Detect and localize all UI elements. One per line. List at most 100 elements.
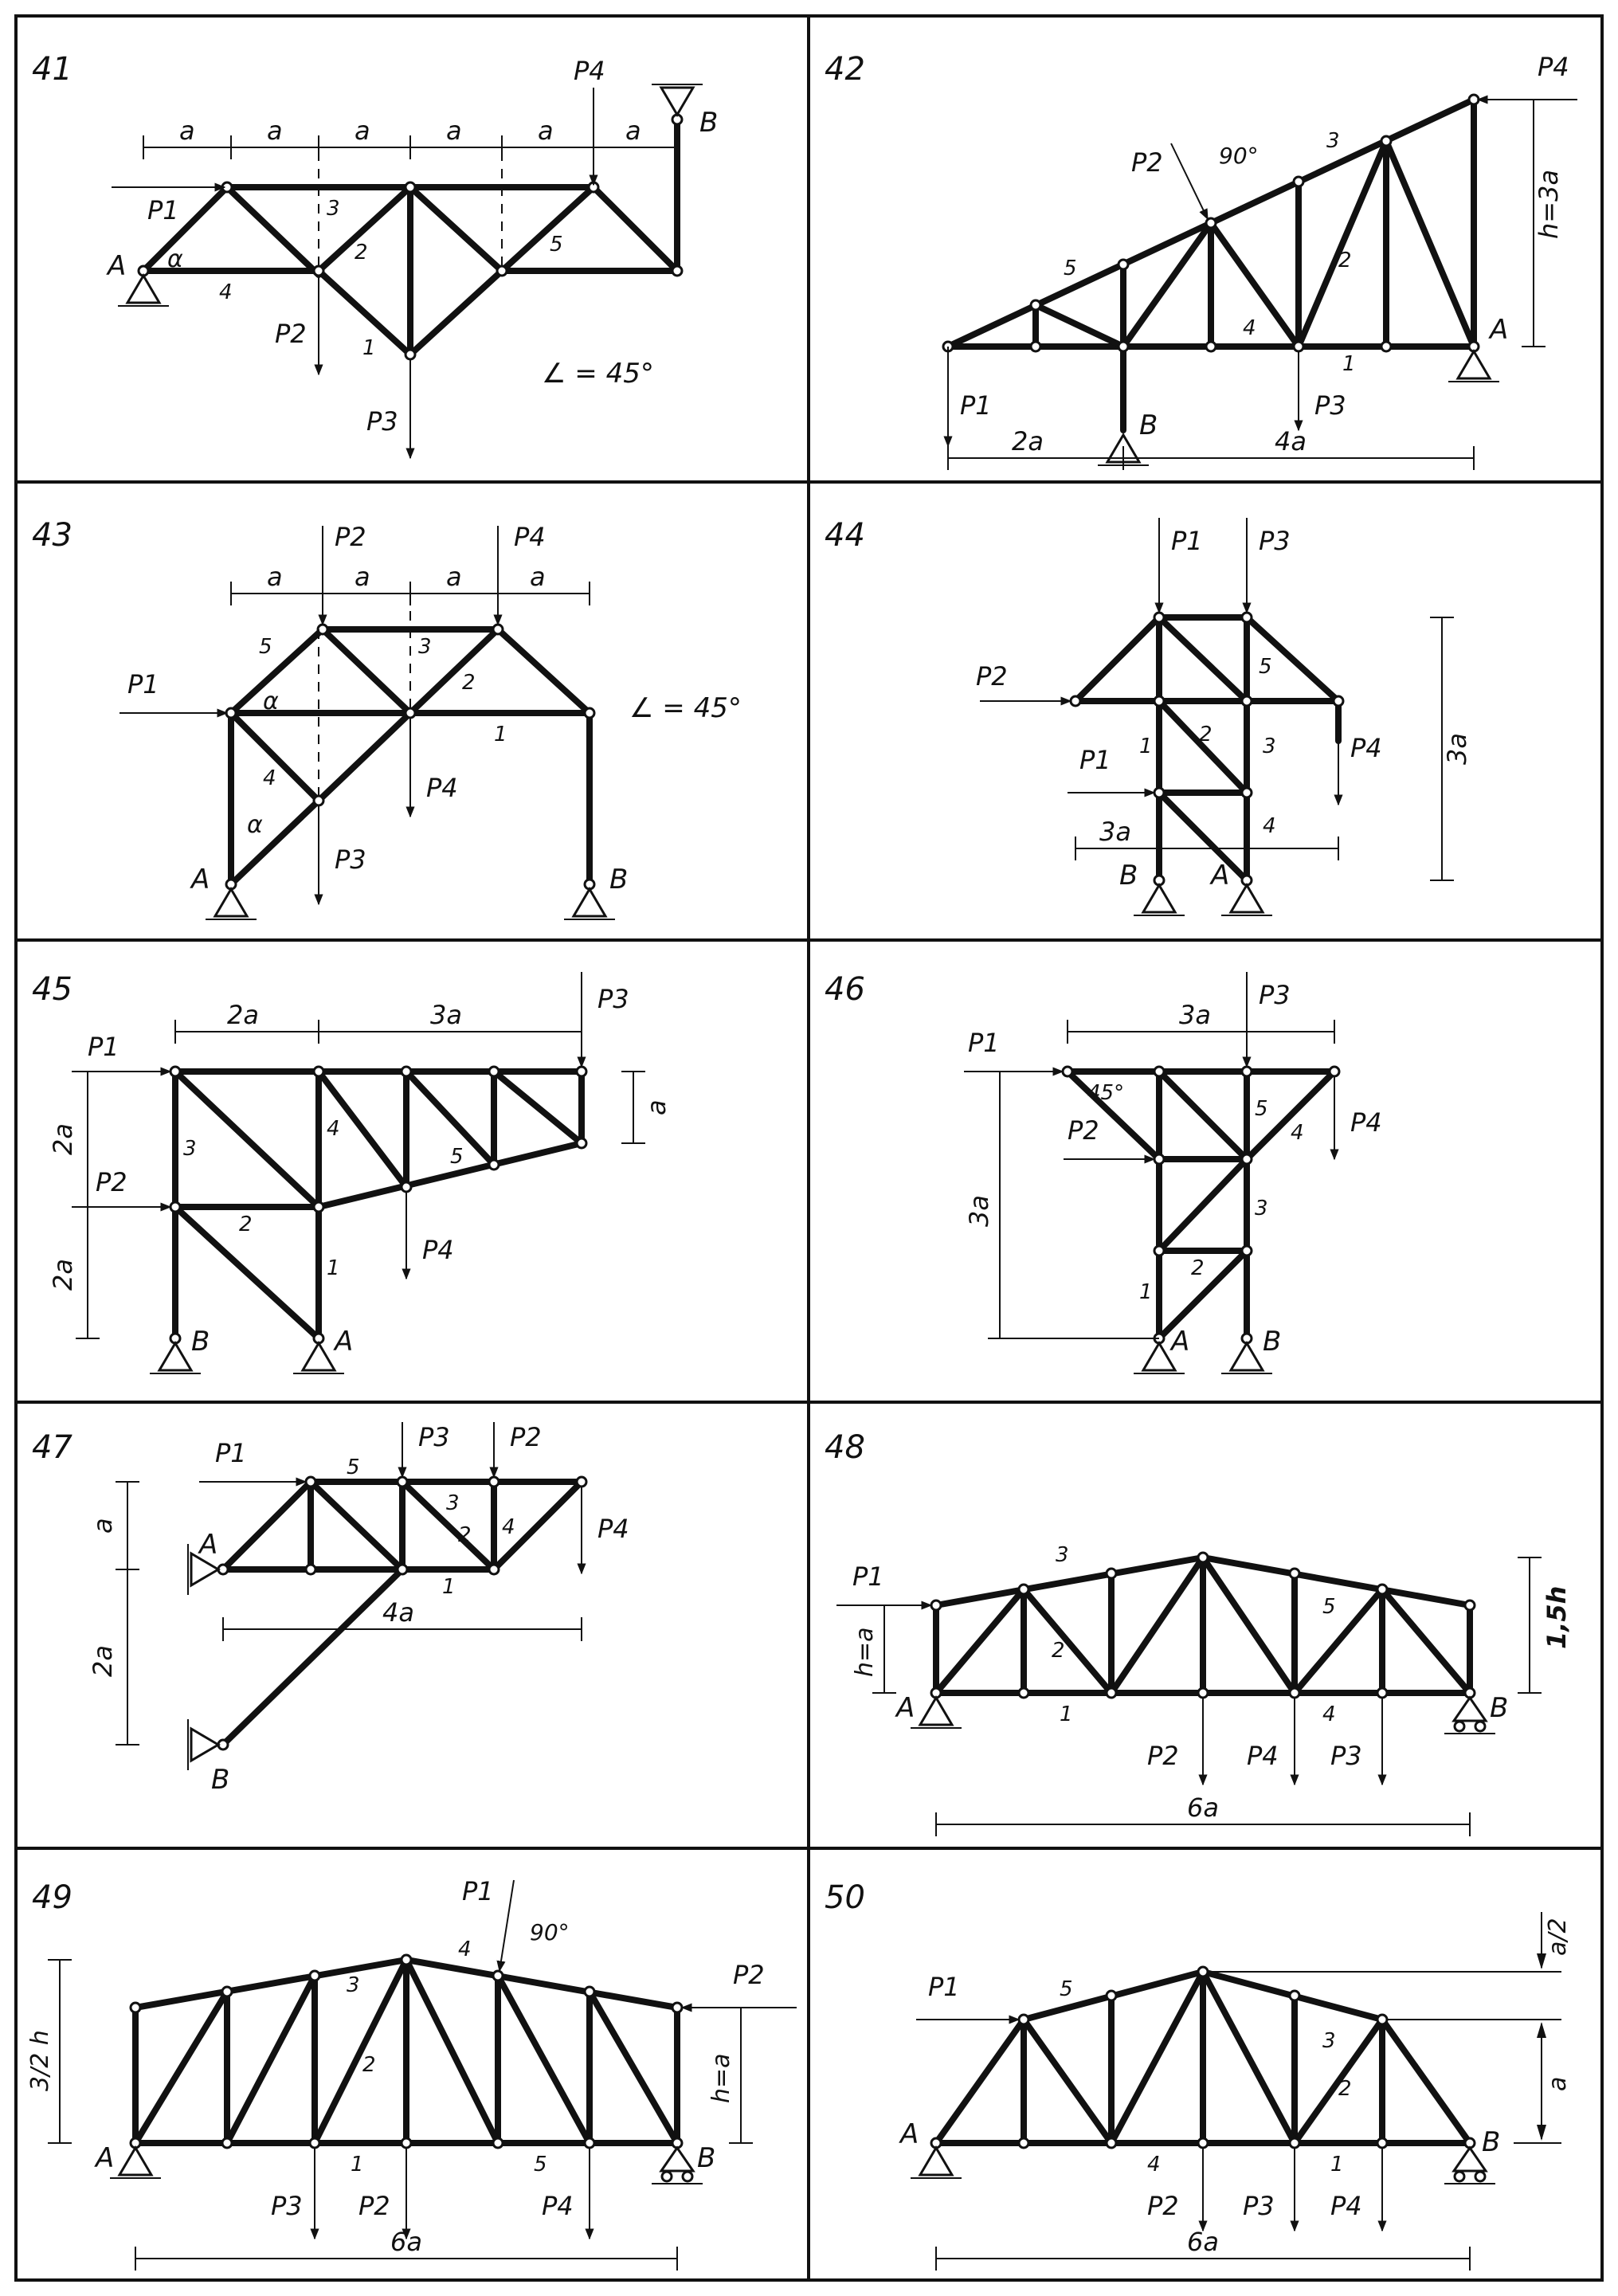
svg-text:P1: P1 — [1079, 745, 1111, 775]
svg-text:B: B — [211, 1764, 229, 1796]
svg-text:1: 1 — [442, 1575, 456, 1599]
member-labels: 1 2 3 4 5 — [1052, 1543, 1336, 1726]
forces: P1 P2 P3 P4 — [72, 972, 629, 1280]
dimension-line: 3a 3a — [1075, 617, 1472, 881]
dimension-line: 4a a 2a — [88, 1481, 582, 1746]
member-labels: 1 2 3 4 5 — [1139, 655, 1276, 838]
support-b: B — [1221, 1326, 1281, 1374]
svg-text:B: B — [697, 2142, 715, 2174]
panel-number: 43 — [32, 517, 72, 554]
forces: P1 P2 P4 P3 — [836, 1561, 1387, 1786]
svg-text:2: 2 — [458, 1523, 472, 1547]
panel-42: 42 2 — [825, 51, 1577, 470]
svg-text:P4: P4 — [1350, 733, 1382, 763]
svg-text:P1: P1 — [968, 1028, 1000, 1058]
svg-text:1: 1 — [327, 1256, 340, 1280]
svg-text:P4: P4 — [422, 1235, 454, 1265]
svg-text:4: 4 — [1291, 1121, 1304, 1145]
svg-text:a: a — [446, 116, 462, 146]
truss — [1061, 1065, 1341, 1345]
svg-text:a: a — [267, 116, 283, 146]
svg-text:1: 1 — [1060, 1702, 1073, 1726]
svg-text:4a: 4a — [1275, 426, 1307, 456]
svg-text:2: 2 — [1338, 249, 1352, 272]
svg-text:P3: P3 — [271, 2191, 303, 2221]
svg-text:6a: 6a — [1187, 2227, 1219, 2257]
support-a: A — [293, 1326, 353, 1374]
svg-text:3: 3 — [1255, 1197, 1268, 1220]
svg-text:2: 2 — [1052, 1639, 1065, 1663]
dimension-line: 6a h=a 1,5h — [851, 1557, 1572, 1836]
forces: P1 P2 P3 P2 P4 — [271, 1876, 797, 2240]
truss — [169, 1065, 588, 1345]
panel-46: 46 3a 3a — [825, 971, 1382, 1374]
svg-text:2a: 2a — [1012, 426, 1044, 456]
svg-text:a: a — [1544, 2077, 1572, 2091]
svg-text:5: 5 — [1259, 655, 1272, 679]
dimension-line: 2a 3a 2a 2a a — [48, 1000, 672, 1339]
svg-text:P1: P1 — [928, 1972, 960, 2002]
svg-text:A: A — [899, 2118, 919, 2150]
svg-text:B: B — [609, 864, 628, 895]
panel-number: 45 — [32, 971, 72, 1008]
svg-text:3: 3 — [327, 197, 340, 221]
panel-47: 47 4a a 2a — [32, 1422, 629, 1796]
svg-text:∠ = 45°: ∠ = 45° — [542, 358, 654, 390]
support-a: A — [899, 2118, 962, 2179]
svg-text:5: 5 — [1064, 257, 1077, 280]
svg-text:A: A — [1209, 860, 1229, 891]
svg-text:A: A — [94, 2142, 114, 2174]
support-b: B — [652, 84, 718, 139]
svg-text:P2: P2 — [96, 1167, 127, 1197]
svg-text:P3: P3 — [1314, 390, 1346, 421]
svg-text:A: A — [895, 1692, 915, 1724]
svg-text:P3: P3 — [335, 844, 366, 875]
panel-number: 49 — [32, 1879, 72, 1916]
svg-text:45°: 45° — [1087, 1081, 1124, 1105]
svg-text:1: 1 — [1342, 352, 1356, 376]
svg-text:3: 3 — [1322, 2029, 1336, 2053]
svg-text:B: B — [1139, 409, 1158, 441]
member-labels: 1 2 3 4 5 — [347, 1456, 515, 1599]
svg-text:P1: P1 — [147, 195, 179, 225]
svg-text:3: 3 — [347, 1973, 360, 1997]
panel-number: 41 — [32, 51, 72, 88]
svg-text:90°: 90° — [1219, 143, 1259, 169]
forces: P1 P2 P3 P4 P1 — [976, 518, 1382, 806]
svg-text:5: 5 — [1060, 1977, 1073, 2001]
svg-text:3: 3 — [1056, 1543, 1069, 1567]
svg-text:1: 1 — [362, 336, 376, 360]
svg-text:P1: P1 — [88, 1032, 119, 1062]
svg-text:3: 3 — [1326, 129, 1340, 153]
panel-43: 43 a a a a — [32, 517, 742, 920]
support-a: A — [1448, 314, 1508, 382]
panel-number: 47 — [32, 1429, 72, 1466]
svg-text:3: 3 — [1263, 735, 1276, 758]
svg-text:P4: P4 — [574, 56, 605, 86]
panel-50: 50 6a — [825, 1879, 1572, 2271]
truss — [930, 1965, 1476, 2149]
member-labels: 1 2 3 4 5 90° — [1064, 129, 1356, 376]
member-labels: 1 2 3 4 5 90° — [347, 1919, 570, 2176]
svg-text:5: 5 — [534, 2153, 547, 2176]
forces: P1 P2 P3 P4 — [916, 1972, 1387, 2232]
support-a: A — [1209, 860, 1272, 916]
svg-text:P2: P2 — [1147, 2191, 1179, 2221]
support-a: A — [187, 1529, 221, 1595]
member-labels: 1 2 3 4 5 α ∠ = 45° — [167, 197, 654, 390]
svg-text:B: B — [191, 1326, 210, 1358]
svg-text:2a: 2a — [88, 1645, 118, 1677]
svg-text:P4: P4 — [1247, 1741, 1279, 1771]
svg-text:α: α — [167, 245, 183, 273]
svg-text:3: 3 — [418, 635, 432, 659]
svg-text:P3: P3 — [1259, 980, 1291, 1010]
svg-text:2: 2 — [1338, 2077, 1352, 2101]
svg-text:B: B — [699, 107, 718, 139]
svg-text:P1: P1 — [1171, 526, 1203, 556]
panel-41: 41 a — [32, 51, 718, 460]
svg-text:P3: P3 — [366, 406, 398, 437]
svg-text:a: a — [625, 116, 641, 146]
panel-48: 48 — [825, 1429, 1572, 1836]
forces: P1 P2 P3 P4 — [943, 52, 1577, 448]
